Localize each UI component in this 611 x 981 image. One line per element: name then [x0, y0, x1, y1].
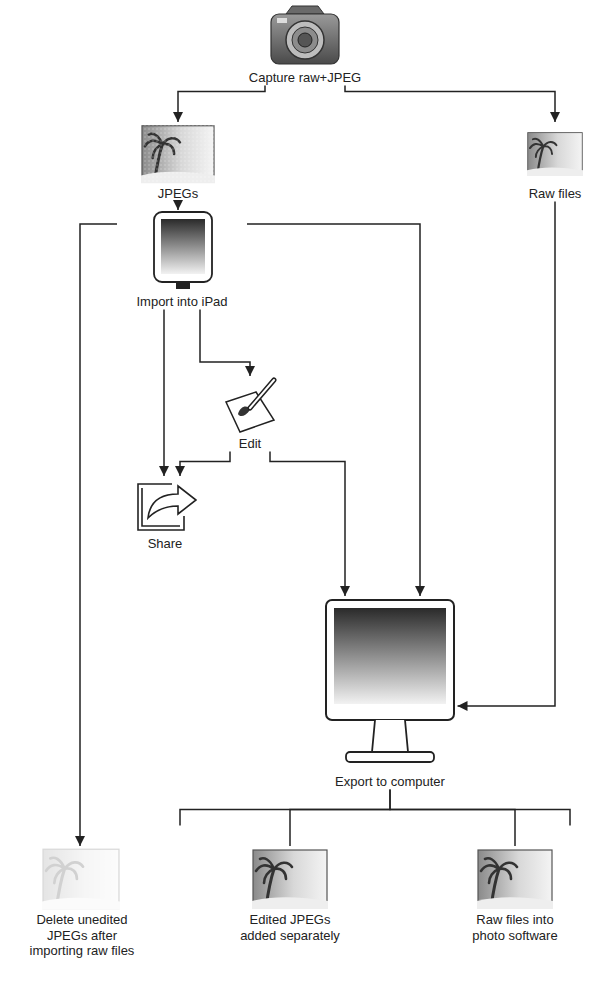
node-label: Capture raw+JPEG [230, 70, 380, 86]
node-label: Import into iPad [117, 294, 247, 310]
flow-arrow [390, 790, 515, 846]
computer-node: Export to computer [323, 596, 458, 790]
edited-node: Edited JPEGs added separately [233, 846, 348, 943]
software-node: Raw files into photo software [460, 846, 570, 943]
icon-space [460, 846, 570, 912]
flow-arrow [163, 310, 165, 476]
flow-arrow [180, 452, 230, 476]
node-label: Raw files into photo software [460, 912, 570, 943]
icon-space [510, 122, 600, 186]
flow-arrow [177, 202, 179, 210]
icon-space [230, 0, 380, 70]
raw-node: Raw files [510, 122, 600, 202]
ipad-icon [154, 212, 212, 289]
node-label: Export to computer [323, 774, 458, 790]
raw-photo-icon [527, 133, 583, 176]
flow-arrow [247, 224, 420, 596]
ipad-node: Import into iPad [117, 210, 247, 310]
edited-photo-icon [252, 850, 328, 909]
share-icon [138, 484, 196, 530]
node-label: Edited JPEGs added separately [233, 912, 348, 943]
edit-icon [226, 380, 274, 432]
flow-arrow [345, 86, 555, 122]
node-label: Delete unedited JPEGs after importing ra… [20, 912, 145, 959]
flow-arrow [178, 86, 265, 122]
node-label: Share [130, 536, 200, 552]
icon-space [323, 596, 458, 774]
icon-space [233, 846, 348, 912]
jpeg-photo-icon [141, 125, 215, 183]
flow-arrow [80, 224, 117, 846]
raw-photo-icon [477, 850, 553, 909]
icon-space [20, 846, 145, 912]
node-label: Raw files [510, 186, 600, 202]
camera-icon [271, 6, 339, 64]
icon-space [133, 122, 223, 186]
node-label: JPEGs [133, 186, 223, 202]
node-label: Edit [215, 436, 285, 452]
flow-arrow [290, 790, 390, 846]
flow-arrow [458, 202, 556, 706]
camera-node: Capture raw+JPEG [230, 0, 380, 86]
share-node: Share [130, 476, 200, 552]
icon-space [117, 210, 247, 294]
icon-space [215, 376, 285, 436]
jpeg-node: JPEGs [133, 122, 223, 202]
edit-node: Edit [215, 376, 285, 452]
flow-arrow [270, 452, 345, 596]
bracket [180, 810, 570, 826]
flow-arrow [200, 310, 250, 376]
computer-icon [326, 600, 454, 762]
icon-space [130, 476, 200, 536]
deleted-photo-icon [42, 849, 120, 910]
delete-node: Delete unedited JPEGs after importing ra… [20, 846, 145, 959]
